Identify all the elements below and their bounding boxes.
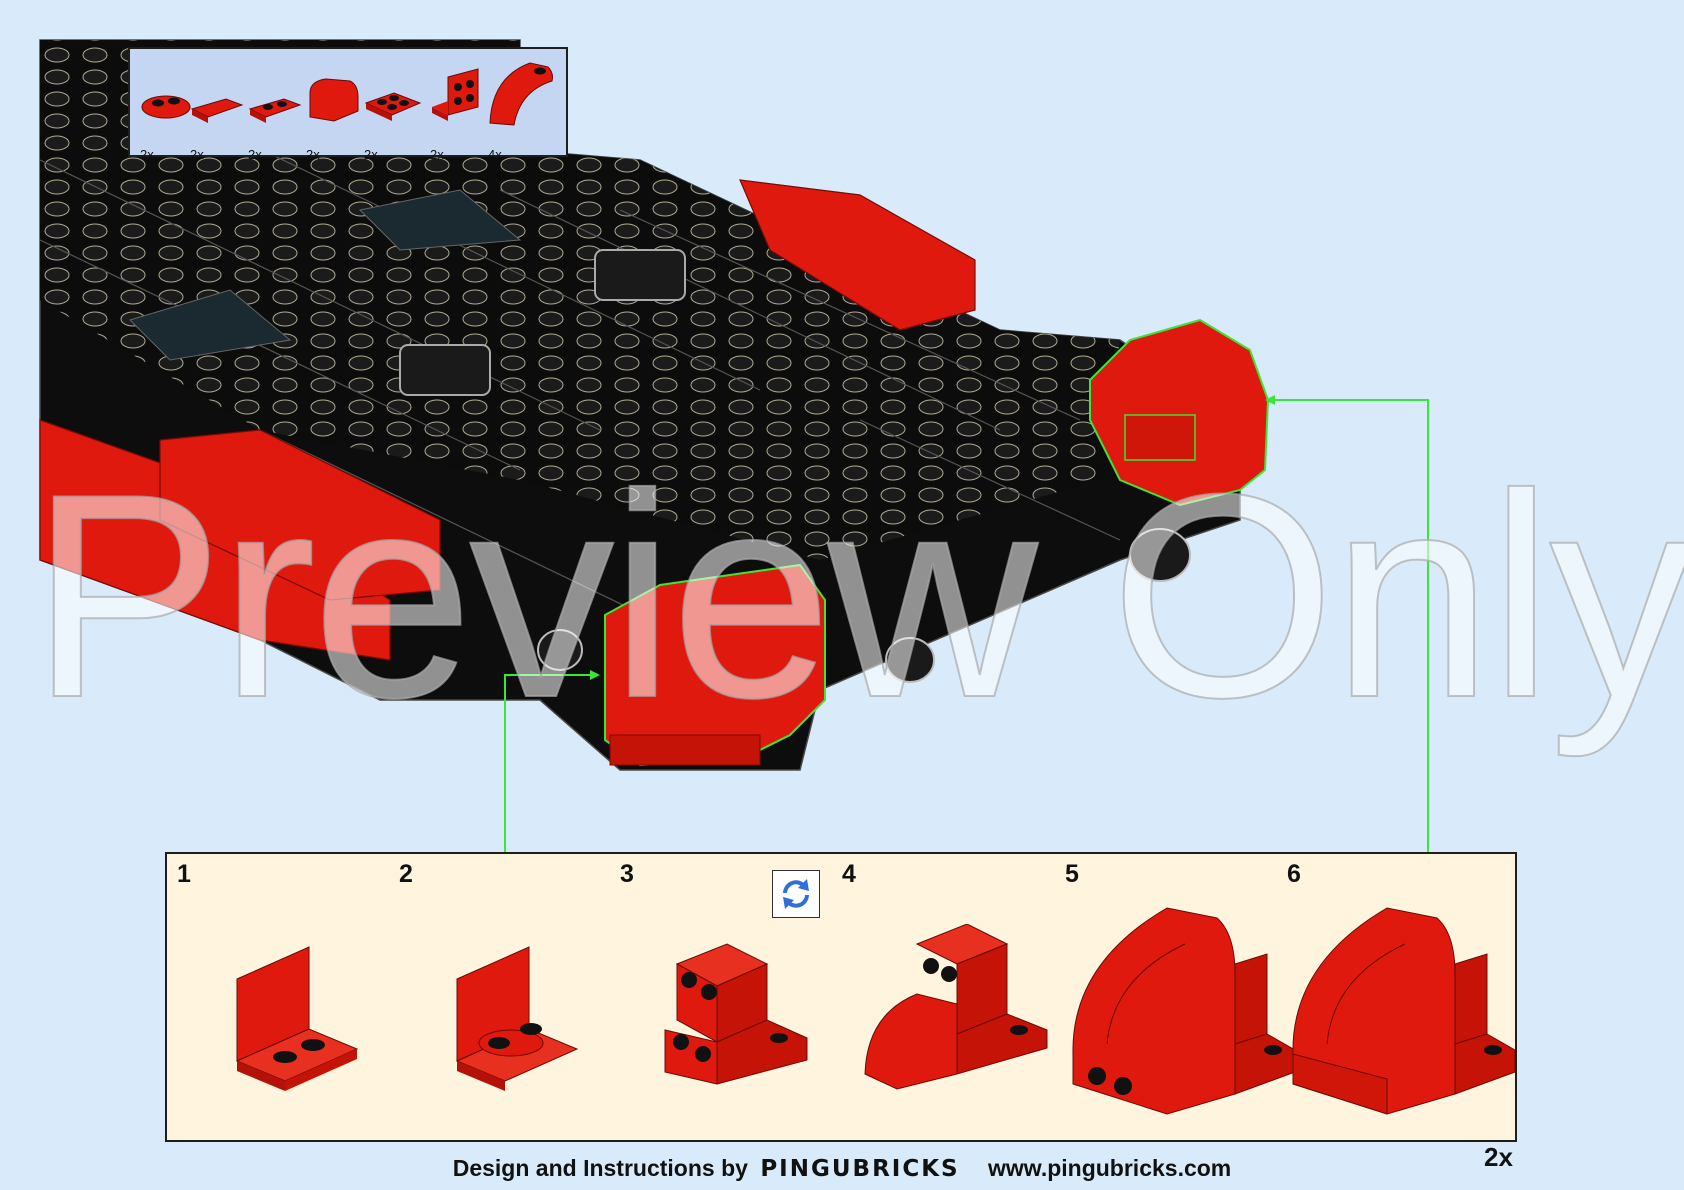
substep-6-illustration [1292, 907, 1516, 1115]
chassis-top-studs [40, 40, 1120, 560]
dark-slope-left [129, 289, 292, 361]
substep-5-illustration [1072, 907, 1296, 1115]
bracket-2x2-icon [432, 68, 479, 121]
part-curved-slope: 2x [304, 67, 360, 162]
part-plate-1x2: 2x [246, 67, 302, 162]
red-block-front-left [159, 429, 441, 601]
substep-4-illustration [864, 924, 1048, 1090]
plate-1x2-icon [248, 98, 302, 123]
round-plate-icon [141, 95, 191, 119]
part-bracket: 2x [428, 67, 484, 162]
substep-number: 3 [620, 860, 634, 888]
curved-slope-icon [309, 78, 359, 122]
brand-logo: PINGUBRICKS [760, 1156, 960, 1182]
substep-number: 1 [177, 860, 191, 888]
rotate-arrows-icon [783, 879, 809, 909]
substep-number: 6 [1287, 860, 1301, 888]
part-plate-2x2: 2x [362, 67, 422, 162]
tile-1x2-icon [190, 98, 244, 123]
part-arch-curve: 4x [486, 62, 556, 162]
substep-number: 5 [1065, 860, 1079, 888]
substep-2-illustration [455, 946, 579, 1091]
plate-2x2-icon [364, 92, 422, 121]
substep-1-illustration [235, 946, 359, 1091]
part-qty: 4x [488, 147, 502, 162]
substep-number: 2 [399, 860, 413, 888]
parts-list-panel: 2x 2x 2x 2x [128, 47, 568, 162]
substep-3-illustration [664, 943, 808, 1085]
rotate-model-button[interactable] [772, 870, 820, 918]
part-qty: 2x [140, 147, 154, 162]
dark-slope-right [358, 189, 522, 251]
footer-credit: Design and Instructions by [452, 1155, 748, 1181]
arch-curve-icon [489, 62, 553, 126]
part-qty: 2x [430, 147, 444, 162]
part-qty: 2x [306, 147, 320, 162]
red-side-rear-top [739, 179, 976, 331]
part-qty: 2x [364, 147, 378, 162]
part-qty: 2x [248, 147, 262, 162]
part-round-plate: 2x [138, 67, 194, 162]
footer-url[interactable]: www.pingubricks.com [988, 1155, 1232, 1181]
substeps-panel: 1 2 3 4 5 6 [165, 852, 1517, 1142]
substep-multiplier: 2x [1484, 1142, 1513, 1172]
substep-number: 4 [842, 860, 856, 888]
page-footer: Design and Instructions by PINGUBRICKS w… [0, 1155, 1684, 1182]
part-tile: 2x [188, 67, 244, 162]
part-qty: 2x [190, 147, 204, 162]
